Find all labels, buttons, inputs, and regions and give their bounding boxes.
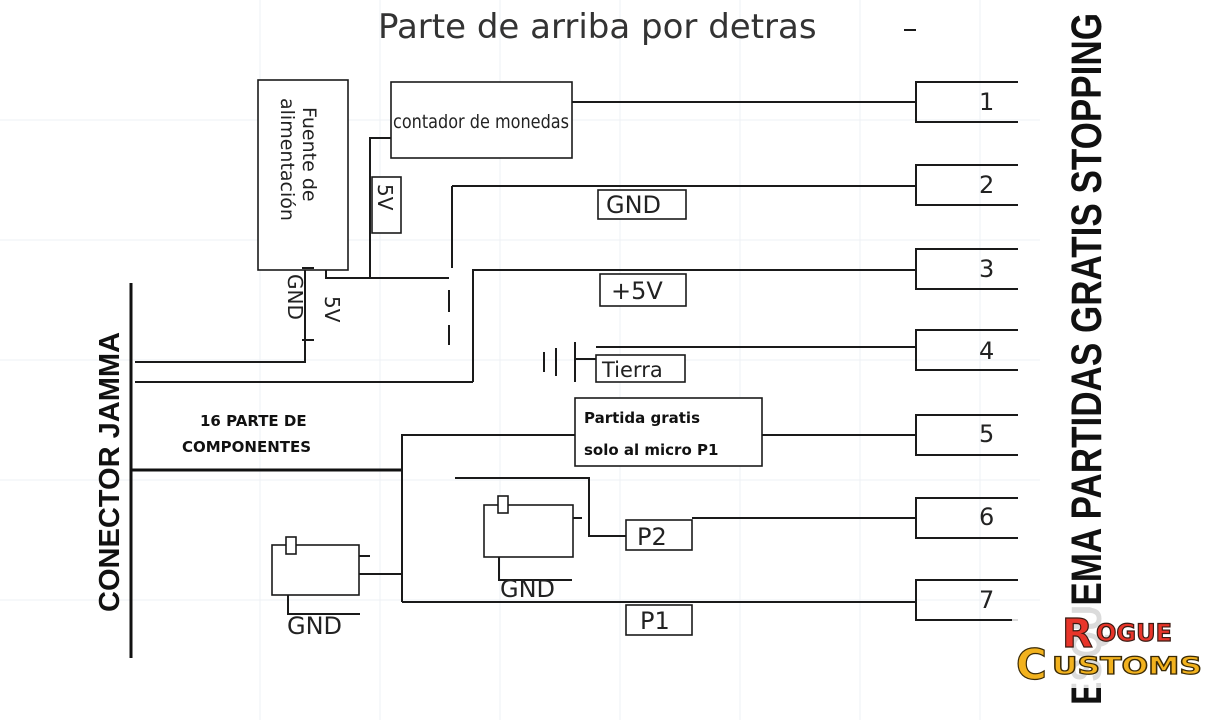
plus5v-wire-label: +5V	[611, 277, 663, 305]
gnd-wire-label: GND	[606, 191, 661, 219]
components-label-line1: 16 PARTE DE	[200, 412, 307, 430]
logo-line2: USTOMS	[1052, 652, 1202, 680]
logo-c-glyph: C	[1016, 640, 1047, 689]
switch-p2-gnd-label: GND	[500, 575, 555, 603]
plus5v-wire-label-box	[599, 273, 687, 307]
free-game-label-box	[574, 397, 763, 467]
coin-counter-label: contador de monedas	[393, 111, 569, 133]
earth-ground-symbol	[543, 342, 596, 382]
side-title: ESQUEMA PARTIDAS GRATIS STOPPING	[1063, 13, 1111, 705]
logo-r-glyph: R	[1062, 611, 1093, 657]
logo-line1: OGUE	[1096, 619, 1172, 647]
pin-3: 3	[979, 255, 994, 283]
tierra-label: Tierra	[601, 358, 663, 382]
pin-2: 2	[979, 171, 994, 199]
pin-4: 4	[979, 337, 994, 365]
switch-p2	[455, 477, 626, 581]
p1-label: P1	[640, 607, 670, 635]
gnd-wire-label-box	[597, 189, 687, 220]
v5-tag-label: 5V	[373, 184, 397, 211]
free-game-label-line1: Partida gratis	[584, 409, 700, 427]
power-supply-label-line1: Fuente de	[298, 107, 320, 202]
jamma-connector-label: CONECTOR JAMMA	[94, 332, 126, 612]
p1-label-box	[625, 604, 693, 636]
free-game-label-line2: solo al micro P1	[584, 441, 718, 459]
power-supply-label-line2: alimentación	[276, 98, 298, 221]
switch-p1	[271, 536, 370, 615]
power-supply-box	[257, 79, 349, 271]
pin-7: 7	[979, 586, 994, 614]
components-label-line2: COMPONENTES	[182, 438, 311, 456]
v5-tag-box	[371, 176, 402, 234]
coin-counter-box	[390, 81, 573, 159]
p2-label: P2	[637, 523, 667, 551]
pin-1: 1	[979, 88, 994, 116]
tierra-label-box	[595, 354, 686, 383]
p2-label-box	[625, 519, 693, 551]
switch-p1-gnd-label: GND	[287, 612, 342, 640]
rogue-customs-logo: R OGUE C USTOMS	[1012, 608, 1203, 690]
power-wires	[135, 101, 916, 383]
diagram-title: Parte de arriba por detras	[378, 7, 817, 47]
components-bus	[131, 434, 916, 603]
pin-5: 5	[979, 420, 994, 448]
pin-brackets	[915, 81, 1018, 621]
power-supply-gnd-label: GND	[283, 274, 307, 320]
pin-6: 6	[979, 503, 994, 531]
power-supply-5v-label: 5V	[320, 296, 344, 323]
